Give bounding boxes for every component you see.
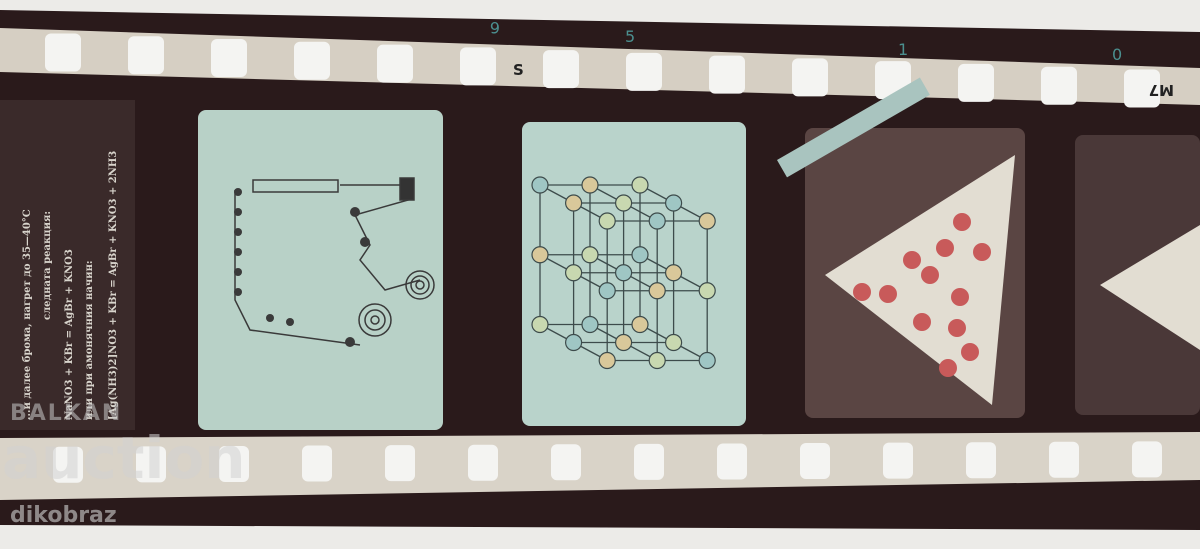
lattice-atom	[631, 246, 649, 264]
sprocket-hole	[543, 50, 579, 89]
lattice-atom	[664, 333, 683, 352]
sprocket-hole	[219, 445, 249, 482]
sprocket-hole	[128, 36, 164, 75]
red-dot	[853, 283, 871, 301]
frame-crystal-lattice	[522, 122, 746, 426]
frame-apparatus-diagram	[198, 110, 443, 430]
red-dot	[973, 243, 991, 261]
lattice-atom	[698, 212, 716, 230]
lattice-atom	[664, 264, 683, 282]
sprocket-hole	[302, 445, 332, 482]
red-dot	[953, 213, 971, 231]
frame-triangle-dots	[777, 77, 1025, 418]
lattice-atom	[598, 282, 616, 300]
red-dot	[961, 343, 979, 361]
equation-line: следната реакция:	[42, 211, 53, 320]
red-dot	[948, 319, 966, 337]
red-dot	[936, 239, 954, 257]
lattice-atom	[664, 194, 683, 212]
red-dot	[903, 251, 921, 269]
sprocket-hole	[468, 444, 498, 481]
lattice-atom	[648, 212, 666, 230]
frame-text: ...и далее брома, нагрет до 35—40°C след…	[0, 100, 135, 430]
watermark-logo: BALKAN auction dikobraz	[2, 401, 246, 528]
equation-line: или при амонячния начин:	[84, 260, 95, 420]
edge-number: 5	[625, 27, 635, 46]
lattice-atom	[581, 246, 599, 264]
equation-line: NaNO3 + KBr = AgBr + KNO3	[64, 249, 75, 420]
equation-line: ...и далее брома, нагрет до 35—40°C	[22, 209, 33, 420]
lattice-atom	[531, 315, 549, 334]
sprocket-hole	[883, 442, 913, 479]
sprocket-hole	[800, 443, 830, 480]
sprocket-hole	[136, 446, 166, 483]
sprocket-hole	[966, 442, 996, 479]
lattice-atom	[598, 212, 616, 230]
watermark-line: BALKAN	[10, 401, 122, 426]
sprocket-hole	[717, 443, 747, 480]
lattice-atom	[614, 194, 633, 212]
edge-letter: S	[513, 61, 524, 79]
lattice-atom	[648, 351, 666, 370]
red-dot	[913, 313, 931, 331]
frame-partial	[1075, 135, 1200, 415]
sprocket-hole	[626, 52, 662, 91]
bottom-sprocket-holes	[53, 441, 1162, 483]
sprocket-hole	[377, 44, 413, 83]
sprocket-hole	[211, 39, 247, 78]
lattice-atom	[614, 264, 633, 282]
red-dots	[853, 213, 991, 377]
sprocket-hole	[1124, 69, 1160, 108]
edge-number: 6	[490, 18, 500, 37]
lattice	[531, 176, 716, 370]
top-sprocket-holes	[45, 33, 1160, 108]
equation-line: [Ag(NH3)2]NO3 + KBr = AgBr + KNO3 + 2NH3	[108, 151, 119, 420]
watermark-line: auction	[2, 424, 246, 492]
lattice-atom	[598, 351, 616, 370]
edge-letter: M7	[1149, 81, 1174, 99]
edge-number: 1	[898, 40, 908, 59]
sprocket-hole	[551, 444, 581, 481]
lattice-atom	[648, 282, 666, 300]
sprocket-hole	[1041, 66, 1077, 105]
lattice-atom	[531, 246, 549, 264]
red-dot	[921, 266, 939, 284]
sprocket-hole	[634, 443, 664, 480]
lattice-atom	[564, 194, 583, 212]
lattice-atom	[564, 264, 583, 282]
lattice-atom	[531, 176, 549, 194]
sprocket-hole	[460, 47, 496, 86]
lattice-atom	[581, 315, 599, 334]
sprocket-hole	[958, 63, 994, 102]
red-dot	[951, 288, 969, 306]
lattice-atom	[631, 176, 649, 194]
sprocket-hole	[294, 41, 330, 80]
sprocket-hole	[1132, 441, 1162, 478]
watermark-line: dikobraz	[10, 503, 117, 528]
sprocket-hole	[1049, 441, 1079, 478]
sprocket-hole	[385, 445, 415, 482]
red-dot	[939, 359, 957, 377]
sprocket-hole	[45, 33, 81, 72]
lattice-atom	[631, 315, 649, 334]
sprocket-hole	[53, 446, 83, 483]
lattice-atom	[698, 351, 716, 370]
lattice-atom	[581, 176, 599, 194]
sprocket-hole	[709, 55, 745, 94]
sprocket-hole	[792, 58, 828, 97]
lattice-atom	[698, 282, 716, 300]
lattice-atom	[614, 333, 633, 352]
lattice-atom	[564, 333, 583, 352]
red-dot	[879, 285, 897, 303]
edge-number: 0	[1112, 45, 1122, 64]
